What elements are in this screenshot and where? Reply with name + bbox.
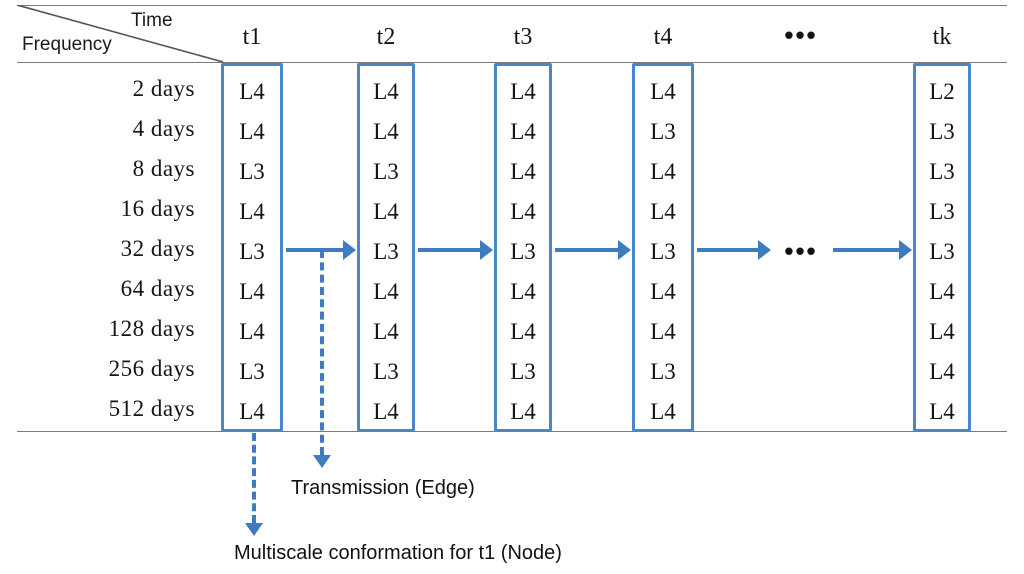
cell-t1-2-days: L4 <box>239 79 265 104</box>
cell-t1-32-days: L3 <box>239 239 265 264</box>
cell-t2-16-days: L4 <box>373 199 399 224</box>
cell-t1-16-days: L4 <box>239 199 265 224</box>
column-header-t3: t3 <box>513 24 533 50</box>
cell-t1-4-days: L4 <box>239 119 265 144</box>
arrow-row-ellipsis: ••• <box>784 236 818 266</box>
cell-t2-512-days: L4 <box>373 399 399 424</box>
cell-tk-16-days: L3 <box>929 199 955 224</box>
cell-t3-16-days: L4 <box>510 199 536 224</box>
transmission-arrow-t3-to-t4 <box>555 239 631 261</box>
cell-t1-512-days: L4 <box>239 399 265 424</box>
cell-t4-512-days: L4 <box>650 399 676 424</box>
arrow-head-icon <box>480 240 493 260</box>
callout-caption-node: Multiscale conformation for t1 (Node) <box>234 542 562 564</box>
transmission-arrow-t2-to-t3 <box>418 239 493 261</box>
column-header-tk: tk <box>932 24 952 50</box>
corner-diagonal-divider <box>17 5 223 63</box>
cell-t2-64-days: L4 <box>373 279 399 304</box>
callout-dashed-line-node <box>252 433 256 523</box>
arrow-shaft <box>833 248 901 252</box>
row-label-frequency: 256 days <box>108 356 195 381</box>
cell-t2-256-days: L3 <box>373 359 399 384</box>
cell-t4-32-days: L3 <box>650 239 676 264</box>
cell-t4-4-days: L3 <box>650 119 676 144</box>
cell-tk-8-days: L3 <box>929 159 955 184</box>
row-label-frequency: 32 days <box>120 236 195 261</box>
column-header-t1: t1 <box>242 24 262 50</box>
cell-t1-128-days: L4 <box>239 319 265 344</box>
cell-t3-8-days: L4 <box>510 159 536 184</box>
arrow-head-icon <box>758 240 771 260</box>
cell-t3-32-days: L3 <box>510 239 536 264</box>
transmission-arrow-t4-to-ellipsis <box>697 239 771 261</box>
cell-t3-512-days: L4 <box>510 399 536 424</box>
cell-t1-64-days: L4 <box>239 279 265 304</box>
cell-t2-32-days: L3 <box>373 239 399 264</box>
cell-tk-512-days: L4 <box>929 399 955 424</box>
column-header-t4: t4 <box>653 24 673 50</box>
row-label-frequency: 4 days <box>132 116 195 141</box>
arrow-shaft <box>697 248 760 252</box>
cell-tk-256-days: L4 <box>929 359 955 384</box>
cell-tk-4-days: L3 <box>929 119 955 144</box>
cell-t4-256-days: L3 <box>650 359 676 384</box>
cell-t2-128-days: L4 <box>373 319 399 344</box>
arrow-head-icon <box>343 240 356 260</box>
cell-t4-64-days: L4 <box>650 279 676 304</box>
cell-t3-2-days: L4 <box>510 79 536 104</box>
row-label-frequency: 8 days <box>132 156 195 181</box>
transmission-arrow-t1-to-t2 <box>286 239 356 261</box>
cell-tk-64-days: L4 <box>929 279 955 304</box>
cell-t3-64-days: L4 <box>510 279 536 304</box>
callout-dashed-line-transmission <box>320 250 324 455</box>
cell-tk-32-days: L3 <box>929 239 955 264</box>
cell-t3-128-days: L4 <box>510 319 536 344</box>
row-label-frequency: 128 days <box>108 316 195 341</box>
callout-arrow-head-icon-node <box>245 523 263 536</box>
cell-t2-2-days: L4 <box>373 79 399 104</box>
cell-t4-2-days: L4 <box>650 79 676 104</box>
cell-t3-256-days: L3 <box>510 359 536 384</box>
column-header-t2: t2 <box>376 24 396 50</box>
cell-t1-256-days: L3 <box>239 359 265 384</box>
cell-tk-128-days: L4 <box>929 319 955 344</box>
row-label-frequency: 64 days <box>120 276 195 301</box>
cell-t4-8-days: L4 <box>650 159 676 184</box>
row-label-frequency: 2 days <box>132 76 195 101</box>
table-top-rule <box>17 5 1007 6</box>
table-header-rule <box>17 62 1007 63</box>
cell-t2-4-days: L4 <box>373 119 399 144</box>
callout-caption-transmission: Transmission (Edge) <box>291 477 475 499</box>
time-axis-label: Time <box>131 10 173 31</box>
arrow-head-icon <box>899 240 912 260</box>
callout-arrow-head-icon-transmission <box>313 455 331 468</box>
transmission-arrow-ellipsis-to-tk <box>833 239 912 261</box>
cell-t1-8-days: L3 <box>239 159 265 184</box>
arrow-shaft <box>286 248 345 252</box>
cell-t3-4-days: L4 <box>510 119 536 144</box>
cell-t4-128-days: L4 <box>650 319 676 344</box>
cell-tk-2-days: L2 <box>929 79 955 104</box>
column-header-ellipsis: ••• <box>784 20 818 50</box>
arrow-head-icon <box>618 240 631 260</box>
arrow-shaft <box>418 248 482 252</box>
row-label-frequency: 16 days <box>120 196 195 221</box>
cell-t2-8-days: L3 <box>373 159 399 184</box>
arrow-shaft <box>555 248 620 252</box>
frequency-axis-label: Frequency <box>22 34 112 55</box>
row-label-frequency: 512 days <box>108 396 195 421</box>
cell-t4-16-days: L4 <box>650 199 676 224</box>
